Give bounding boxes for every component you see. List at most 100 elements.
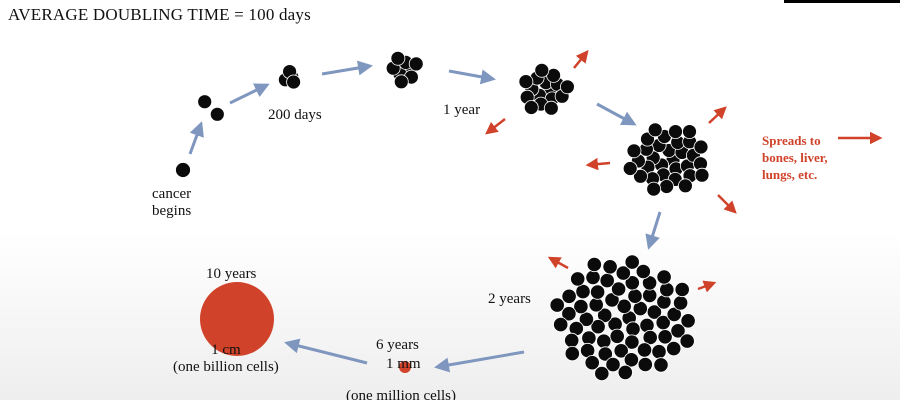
cell xyxy=(610,281,627,297)
cell xyxy=(578,311,595,327)
label-1mm-cells: (one million cells) xyxy=(346,388,456,400)
cell xyxy=(656,269,672,285)
cell xyxy=(605,356,621,373)
spread-arrow xyxy=(573,50,589,69)
cell-cluster-8 xyxy=(385,50,424,90)
cell xyxy=(624,334,640,350)
cell xyxy=(594,365,610,382)
spread-arrow xyxy=(708,106,727,124)
cell xyxy=(197,94,213,110)
cell xyxy=(693,139,709,155)
cell xyxy=(646,304,663,320)
label-10-years: 10 years xyxy=(206,266,257,282)
cell xyxy=(624,275,640,291)
label-1mm: 1 mm xyxy=(386,356,421,372)
label-cancer-begins: cancer begins xyxy=(152,186,191,220)
cell xyxy=(659,179,674,194)
label-1-year: 1 year xyxy=(443,102,481,118)
spread-arrow xyxy=(717,194,737,214)
cell xyxy=(678,178,693,194)
cell xyxy=(597,346,613,362)
cell-cluster-4 xyxy=(277,64,302,90)
spread-label: Spreads to bones, liver, lungs, etc. xyxy=(762,132,828,183)
cell xyxy=(616,298,632,314)
cell xyxy=(599,272,615,289)
cell xyxy=(625,321,641,337)
cell xyxy=(609,328,625,344)
cell xyxy=(518,74,534,89)
cell xyxy=(636,342,653,358)
cell xyxy=(286,74,302,90)
cell-cluster-16 xyxy=(518,62,575,116)
label-1cm-size: 1 cm xyxy=(211,342,241,358)
cell xyxy=(668,124,683,140)
cell xyxy=(623,352,640,368)
growth-arrows xyxy=(188,60,662,373)
cell xyxy=(602,259,618,275)
cell xyxy=(560,79,575,95)
cell-cluster-2 xyxy=(197,94,225,122)
label-6-years: 6 years xyxy=(376,337,419,353)
spread-arrow xyxy=(547,256,569,270)
cell xyxy=(659,282,675,298)
label-2-years: 2 years xyxy=(488,291,531,307)
tumor-1cm xyxy=(200,282,274,356)
cell xyxy=(596,333,612,349)
cell xyxy=(613,343,629,359)
cell xyxy=(390,50,406,66)
cell xyxy=(408,56,424,72)
growth-arrow xyxy=(284,338,368,365)
growth-arrow xyxy=(188,121,204,155)
label-cancer-line1: cancer xyxy=(152,186,192,202)
cell xyxy=(627,288,643,304)
cell-cluster-64 xyxy=(549,254,696,382)
cell xyxy=(175,162,191,178)
cell xyxy=(564,332,580,348)
cell xyxy=(626,143,642,159)
spread-arrows xyxy=(485,50,883,293)
label-200-days: 200 days xyxy=(268,107,322,123)
cell xyxy=(393,74,409,90)
cell xyxy=(622,161,638,176)
cell xyxy=(657,329,673,345)
cell-cluster-1 xyxy=(175,162,191,178)
spread-arrow xyxy=(585,157,611,171)
label-cancer-line2: begins xyxy=(152,203,192,219)
cell xyxy=(674,281,690,298)
cell-cluster-32 xyxy=(622,122,710,197)
cell xyxy=(680,313,696,329)
growth-arrow xyxy=(448,69,496,85)
cell xyxy=(694,167,710,183)
label-1cm: 1 cm (one billion cells) xyxy=(173,342,279,376)
growth-arrow xyxy=(434,350,525,373)
cell xyxy=(588,297,604,313)
spread-arrow xyxy=(485,118,506,135)
cell xyxy=(564,345,580,362)
cell xyxy=(553,316,569,333)
cell xyxy=(666,306,682,322)
cell xyxy=(534,62,550,78)
cell xyxy=(586,256,602,273)
spread-line-3: lungs, etc. xyxy=(762,167,818,182)
cell xyxy=(597,307,613,323)
cell xyxy=(589,284,606,300)
cell xyxy=(573,298,589,315)
cell xyxy=(647,122,663,138)
cell xyxy=(575,283,591,300)
cell xyxy=(646,181,662,197)
cell xyxy=(682,124,697,140)
cell xyxy=(653,357,669,373)
cell xyxy=(635,263,651,280)
cell-clusters xyxy=(175,50,710,382)
cell xyxy=(570,271,586,287)
cell xyxy=(585,269,601,285)
cell xyxy=(670,323,686,339)
spread-line-1: Spreads to xyxy=(762,133,821,148)
spread-arrow xyxy=(697,280,717,293)
label-1cm-cells: (one billion cells) xyxy=(173,359,279,375)
growth-arrow xyxy=(596,102,637,126)
cell xyxy=(590,319,606,335)
cell xyxy=(624,254,640,270)
